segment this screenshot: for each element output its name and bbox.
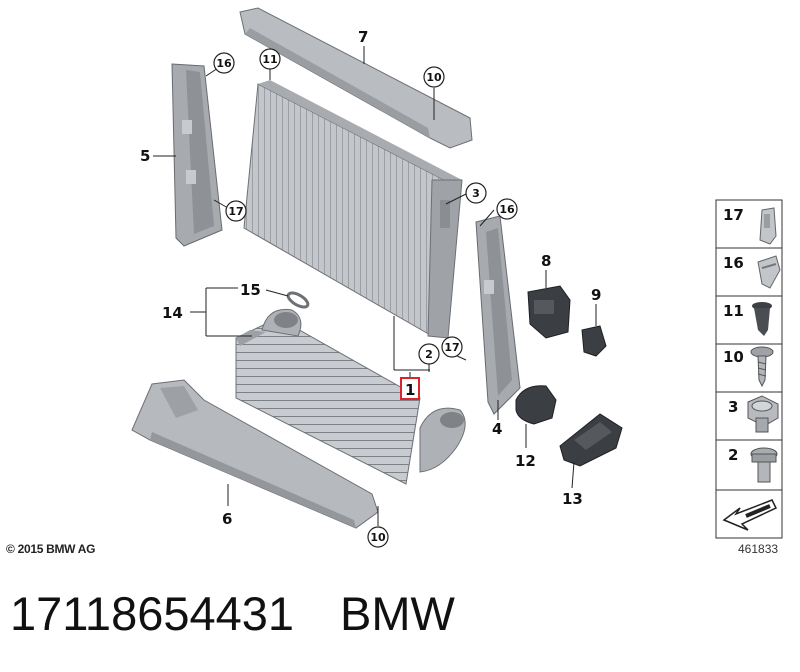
charge-air-cooler[interactable] [235,308,466,485]
callout-10-top: 10 [423,66,445,88]
callout-13: 13 [562,490,583,508]
part-number: 17118654431 [10,587,295,640]
svg-text:16: 16 [499,203,515,216]
screw-icon [750,346,774,388]
legend-label-10: 10 [723,348,744,366]
callout-11-diagram: 11 [259,48,281,70]
copyright-notice: © 2015 BMW AG [6,542,96,556]
parts-diagram: 7 5 4 6 8 9 12 13 14 15 1 16 11 10 17 3 … [131,7,783,548]
callout-14: 14 [162,304,183,322]
legend-label-17: 17 [723,206,744,224]
callout-17-right: 17 [441,336,463,358]
callout-12: 12 [515,452,536,470]
svg-text:3: 3 [472,187,480,200]
callout-4: 4 [492,420,502,438]
clip-nut-icon [759,207,777,245]
callout-1: 1 [405,381,415,399]
callout-17-left: 17 [225,200,247,222]
orientation-arrow-icon [722,499,778,531]
part-12-bracket[interactable] [515,385,557,425]
callout-9: 9 [591,286,601,304]
callout-6: 6 [222,510,232,528]
legend-label-2: 2 [728,446,738,464]
part-13-bracket[interactable] [559,413,623,467]
right-side-frame[interactable] [475,215,521,415]
svg-text:2: 2 [425,348,433,361]
small-parts-legend: 17 16 11 10 3 2 [715,199,783,539]
legend-label-16: 16 [723,254,744,272]
part-caption: 17118654431 BMW [10,586,455,641]
callout-8: 8 [541,252,551,270]
callout-7: 7 [358,28,368,46]
callout-10-bottom: 10 [367,526,389,548]
lower-air-guide[interactable] [131,379,379,529]
svg-text:16: 16 [216,57,232,70]
radiator[interactable] [243,80,463,339]
leader-lines [153,46,597,526]
svg-text:11: 11 [262,53,277,66]
svg-text:10: 10 [370,531,386,544]
callout-15: 15 [240,281,261,299]
callout-3-diagram: 3 [465,182,487,204]
part-brand: BMW [340,587,455,640]
bleed-screw-icon [747,395,779,433]
spring-clip-icon [757,255,781,289]
callout-16-right: 16 [496,198,518,220]
legend-label-3: 3 [728,398,738,416]
callout-2-diagram: 2 [418,343,440,365]
left-side-frame[interactable] [171,63,223,247]
part-8-bracket[interactable] [527,285,571,339]
svg-text:10: 10 [426,71,442,84]
o-ring[interactable] [286,290,310,310]
highlight-box [400,377,420,400]
svg-text:17: 17 [228,205,243,218]
callout-5: 5 [140,147,150,165]
part-9-bracket[interactable] [581,325,607,357]
diagram-reference-number: 461833 [738,542,779,556]
drain-plug-icon [750,447,778,483]
expanding-rivet-icon [752,302,772,336]
legend-label-11: 11 [723,302,744,320]
callout-16-left: 16 [213,52,235,74]
svg-text:17: 17 [444,341,459,354]
